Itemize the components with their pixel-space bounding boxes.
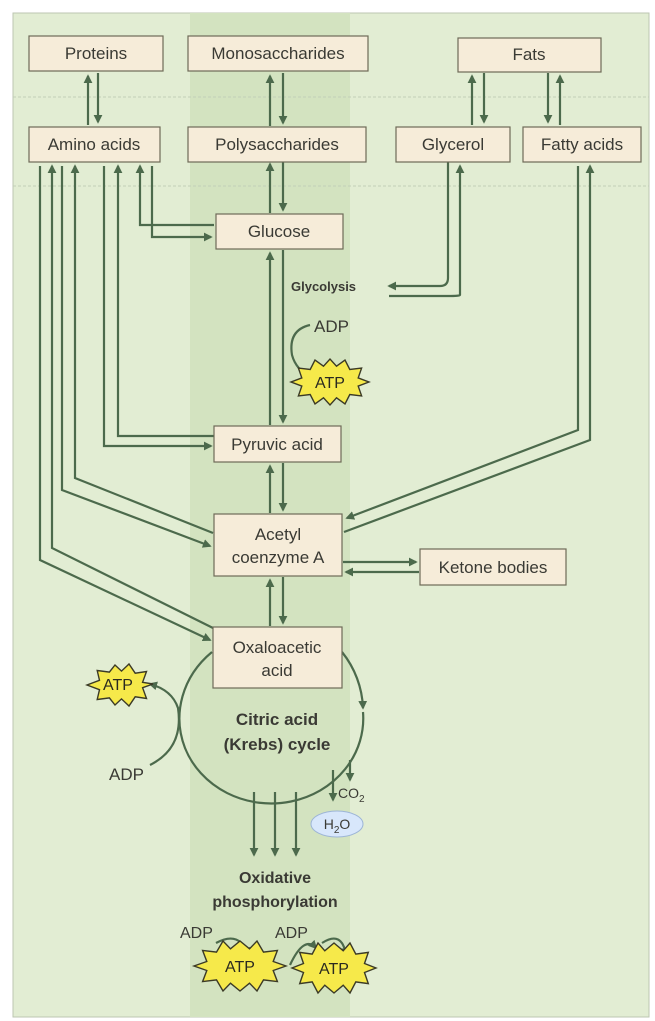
node-oxaloacetic-line2: acid: [261, 661, 292, 680]
co2-subscript: 2: [359, 794, 365, 805]
atp-oxphos-2-label: ATP: [319, 961, 349, 978]
atp-krebs-label: ATP: [103, 677, 133, 694]
atp-badge-oxphos-1: ATP: [191, 939, 289, 993]
node-acetyl-coenzyme-a: Acetyl coenzyme A: [213, 513, 343, 577]
arrow-glycerol-branch: [389, 293, 462, 298]
atp-badge-glycolysis: ATP: [289, 357, 371, 407]
node-acetyl-line1: Acetyl: [255, 525, 301, 544]
node-acetyl-line2: coenzyme A: [232, 548, 325, 567]
node-fats: Fats: [457, 37, 602, 73]
krebs-label-line1: Citric acid: [236, 710, 318, 729]
co2-label: CO2: [338, 785, 365, 805]
krebs-cycle-arc-bottom: [178, 651, 365, 805]
atp-badge-krebs: ATP: [85, 662, 154, 708]
node-glucose-label: Glucose: [248, 222, 310, 241]
co2-text: CO: [338, 785, 359, 801]
node-polysaccharides-label: Polysaccharides: [215, 135, 339, 154]
node-ketone-bodies: Ketone bodies: [419, 548, 567, 586]
node-fatty-acids-label: Fatty acids: [541, 135, 623, 154]
arrow-amino-to-glucose: [150, 166, 213, 242]
atp-oxphos-1-label: ATP: [225, 959, 255, 976]
arrow-amino-to-oxaloacetic: [38, 166, 212, 641]
node-polysaccharides: Polysaccharides: [187, 126, 367, 163]
node-fatty-acids: Fatty acids: [522, 126, 642, 163]
adp-label-oxphos-2: ADP: [275, 925, 308, 942]
node-ketone-bodies-label: Ketone bodies: [439, 558, 548, 577]
arrow-atp-cycle: [289, 939, 318, 966]
node-oxaloacetic-acid: Oxaloacetic acid: [212, 626, 343, 689]
krebs-cycle-arc-right: [341, 651, 368, 710]
oxidative-label-line2: phosphorylation: [212, 894, 337, 911]
h2o-h: H: [324, 816, 334, 832]
arrow-pyruvic-to-amino: [113, 164, 214, 438]
node-proteins-label: Proteins: [65, 44, 127, 63]
krebs-label-line2: (Krebs) cycle: [224, 735, 331, 754]
node-glycerol: Glycerol: [395, 126, 511, 163]
arrow-glycerol-to-glycolysis: [387, 162, 450, 291]
arrow-amino-to-acetyl: [60, 166, 212, 548]
node-amino-acids: Amino acids: [28, 126, 161, 163]
node-amino-acids-label: Amino acids: [48, 135, 141, 154]
adp-label-glycolysis: ADP: [314, 317, 349, 336]
glycolysis-label: Glycolysis: [291, 279, 356, 294]
h2o-label: H2O: [324, 816, 351, 836]
node-pyruvic-acid-label: Pyruvic acid: [231, 435, 323, 454]
h2o-badge: H2O: [310, 810, 364, 838]
arrow-oxaloacetic-to-amino: [47, 164, 214, 629]
node-monosaccharides: Monosaccharides: [187, 35, 369, 72]
arrow-acetyl-to-fattyacids: [343, 164, 595, 534]
node-fats-label: Fats: [512, 45, 545, 64]
arrows: [38, 73, 595, 966]
arrow-amino-to-pyruvic: [102, 166, 213, 451]
node-glucose: Glucose: [215, 213, 344, 250]
h2o-subscript: 2: [334, 825, 340, 836]
adp-label-krebs: ADP: [109, 765, 144, 784]
arrow-fattyacids-to-acetyl: [345, 166, 580, 520]
node-glycerol-label: Glycerol: [422, 135, 484, 154]
node-monosaccharides-label: Monosaccharides: [211, 44, 344, 63]
h2o-o: O: [339, 816, 350, 832]
arrow-adp-to-atp-krebs: [148, 681, 180, 766]
node-proteins: Proteins: [28, 35, 164, 72]
atp-badge-oxphos-2: ATP: [290, 941, 378, 995]
oxidative-label-line1: Oxidative: [239, 870, 311, 887]
adp-label-oxphos-1: ADP: [180, 925, 213, 942]
node-oxaloacetic-line1: Oxaloacetic: [233, 638, 322, 657]
node-pyruvic-acid: Pyruvic acid: [213, 425, 342, 463]
arrow-glucose-to-amino: [135, 164, 214, 227]
atp-glycolysis-label: ATP: [315, 375, 345, 392]
arrow-acetyl-to-amino: [70, 164, 214, 535]
